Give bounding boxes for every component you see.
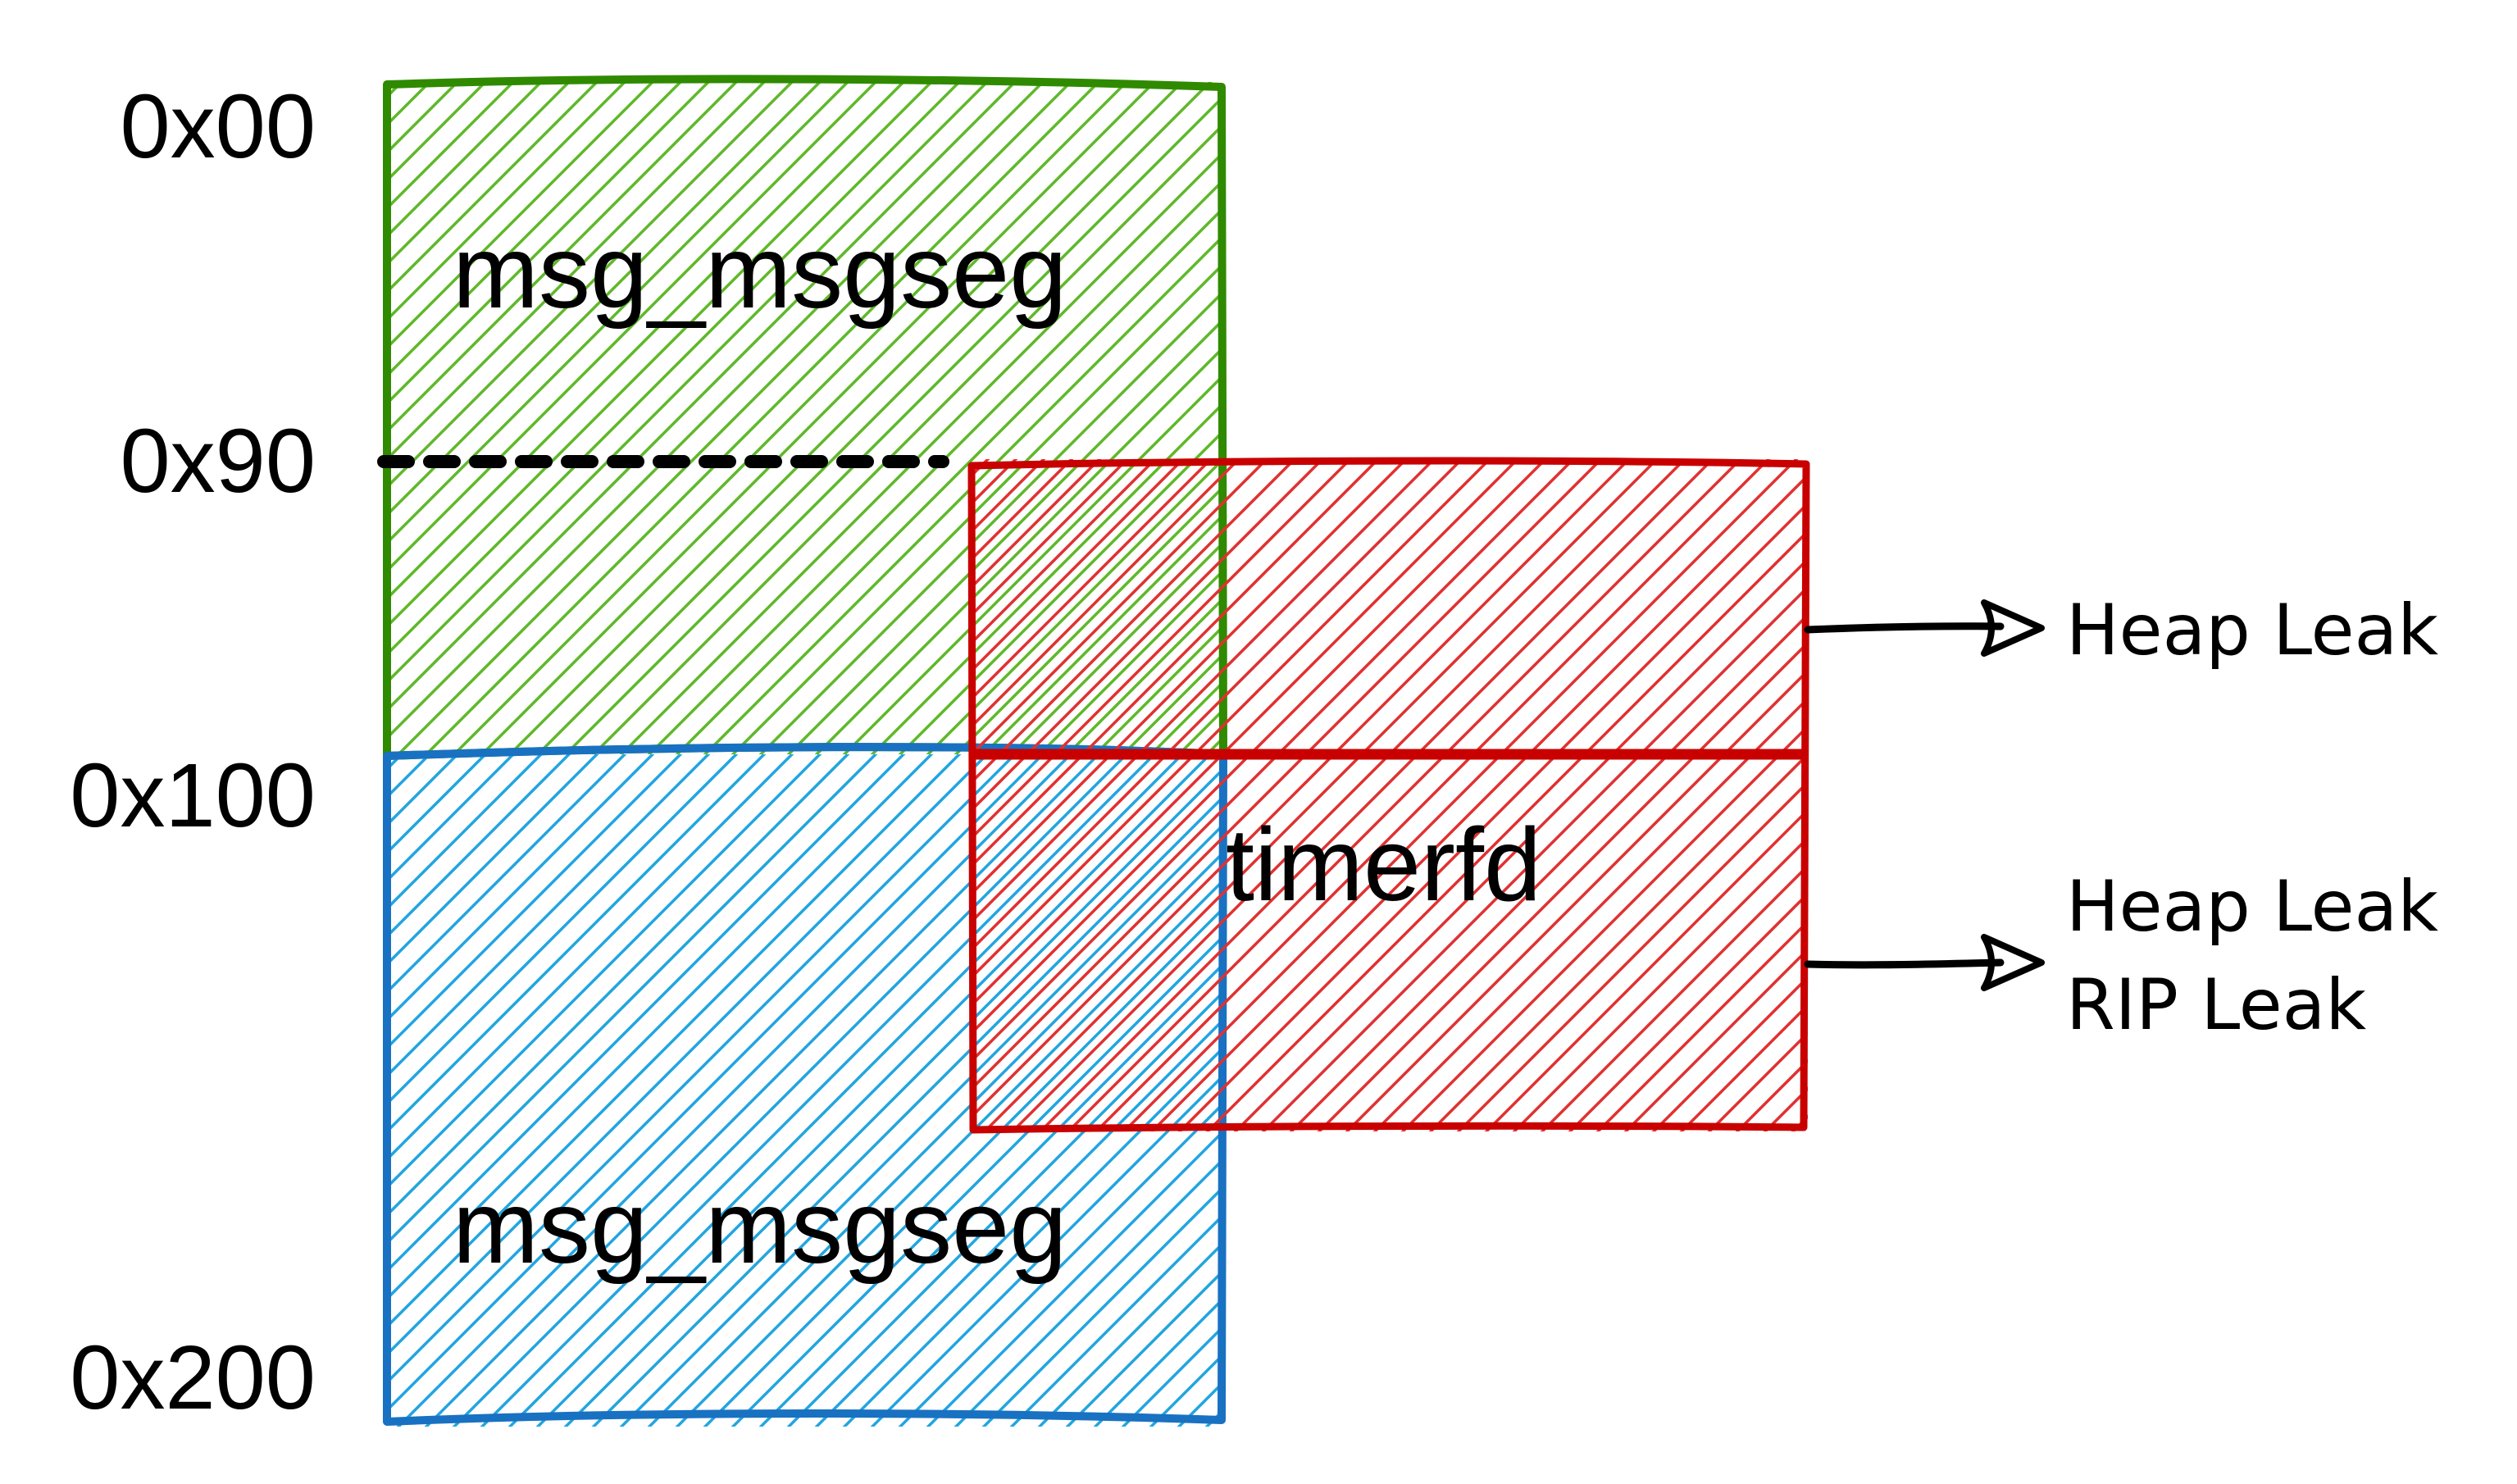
bottom-block-hatching: [385, 754, 1222, 1427]
rip-leak-arrow: [1804, 934, 2045, 991]
bottom-block-border: [383, 743, 1227, 1426]
heap-leak-annotation: Heap Leak: [2066, 590, 2438, 671]
timerfd-label: timerfd: [1226, 807, 1541, 922]
address-0x100: 0x100: [70, 745, 316, 846]
heap-leak-arrow: [1804, 599, 2045, 657]
timerfd-block-border: [967, 457, 1810, 1134]
top-block-hatching: [385, 82, 1222, 754]
timerfd-block: [967, 457, 1810, 1134]
top-block-label: msg_msgseg: [453, 214, 1067, 330]
rip-leak-annotation: RIP Leak: [2066, 964, 2366, 1046]
address-0x200: 0x200: [70, 1327, 316, 1428]
address-0x00: 0x00: [120, 76, 316, 177]
bottom-block-label: msg_msgseg: [453, 1169, 1067, 1285]
msg-msgseg-bottom-block: [383, 743, 1227, 1427]
address-0x90: 0x90: [120, 411, 316, 512]
heap-leak-annotation-2: Heap Leak: [2066, 866, 2438, 948]
